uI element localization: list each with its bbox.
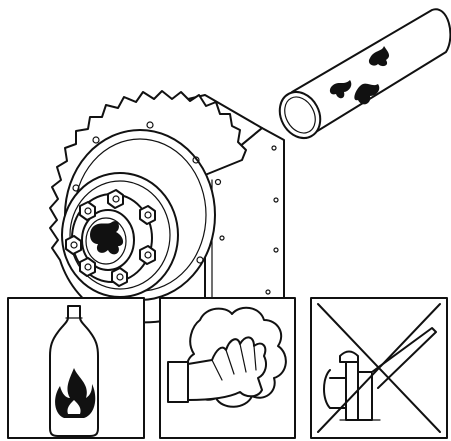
port-bolts <box>65 189 156 287</box>
oil-can-icon <box>323 327 437 421</box>
bolted-port <box>61 172 179 298</box>
flammable-gas-bottle-icon <box>49 305 99 437</box>
pipe-with-contamination-icon <box>278 8 451 139</box>
panel-oil-can-prohibited <box>310 297 448 439</box>
panel-flammable-gas <box>7 297 145 439</box>
panel-hand-in-vapor <box>159 297 296 439</box>
prohibited-cross-icon <box>317 303 441 433</box>
hand-in-vapor-cloud-icon <box>167 306 287 408</box>
port-contamination <box>90 221 124 255</box>
